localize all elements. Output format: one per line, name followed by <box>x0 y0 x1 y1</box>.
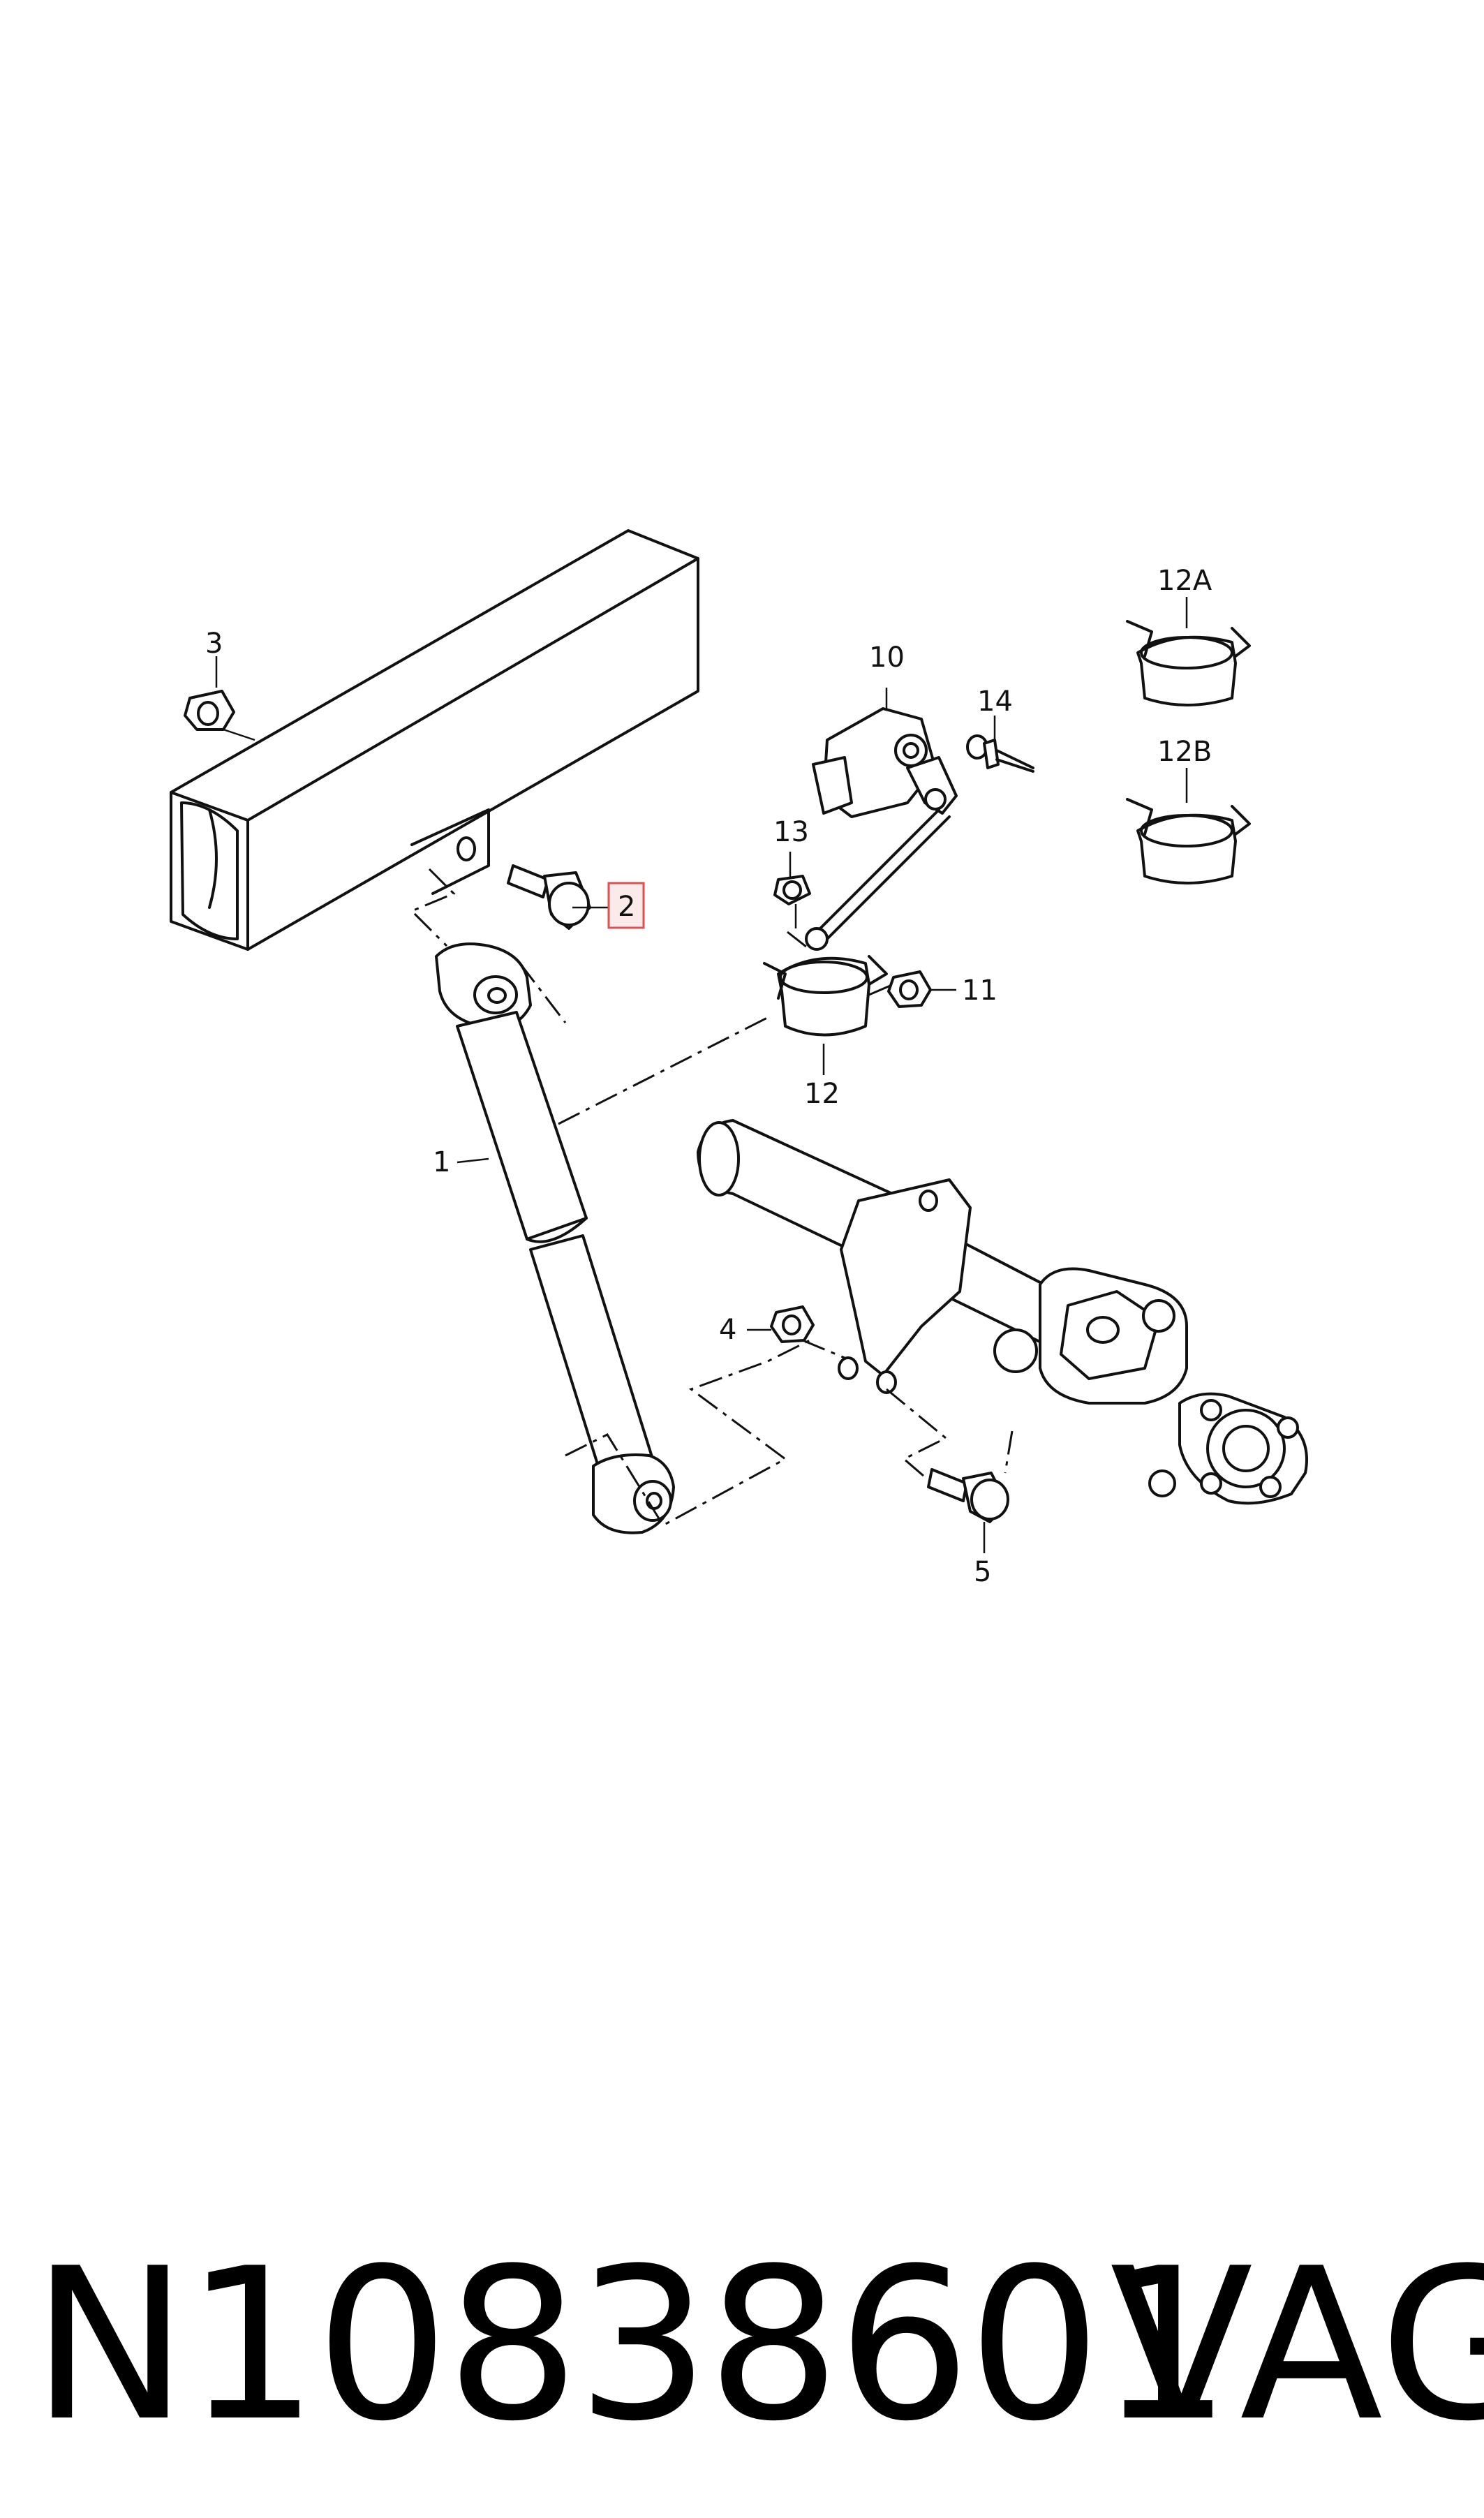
bolt-5 <box>927 1468 1009 1523</box>
mounting-bolt <box>507 864 591 930</box>
callout-14: 14 <box>977 686 1013 718</box>
nut-4 <box>770 1305 815 1343</box>
callout-12a: 12A <box>1157 565 1212 597</box>
clamp-12b <box>1126 798 1251 884</box>
callout-1: 1 <box>433 1146 450 1178</box>
callout-2: 2 <box>618 891 635 923</box>
nut-11 <box>887 970 932 1008</box>
manufacturer: VAG <box>1110 2223 1484 2467</box>
clamp-12 <box>763 955 888 1037</box>
callout-11: 11 <box>962 975 997 1007</box>
callout-12b: 12B <box>1157 736 1212 768</box>
callout-labels: 3 1 4 5 10 14 13 11 12 12A 12B <box>205 565 1212 1588</box>
callout-12: 12 <box>804 1078 840 1110</box>
highlight-box <box>607 882 645 929</box>
leader-lines <box>215 597 1188 1553</box>
screw-14 <box>966 734 1034 773</box>
rear-axle <box>697 1119 1308 1505</box>
assembly-lines <box>410 868 1014 1527</box>
nut-3 <box>184 690 235 731</box>
shock-absorber <box>435 942 675 1534</box>
screw-13 <box>773 875 811 928</box>
callout-3: 3 <box>205 628 223 660</box>
highlighted-callout[interactable]: 2 <box>607 882 645 929</box>
frame-beam <box>170 529 699 951</box>
part-number: N10838601 <box>31 2223 1231 2467</box>
clamp-12a <box>1126 620 1251 706</box>
callout-4: 4 <box>719 1314 736 1346</box>
callout-13: 13 <box>773 816 809 848</box>
callout-5: 5 <box>974 1556 991 1588</box>
level-sensor <box>805 707 958 951</box>
callout-10: 10 <box>869 642 905 674</box>
